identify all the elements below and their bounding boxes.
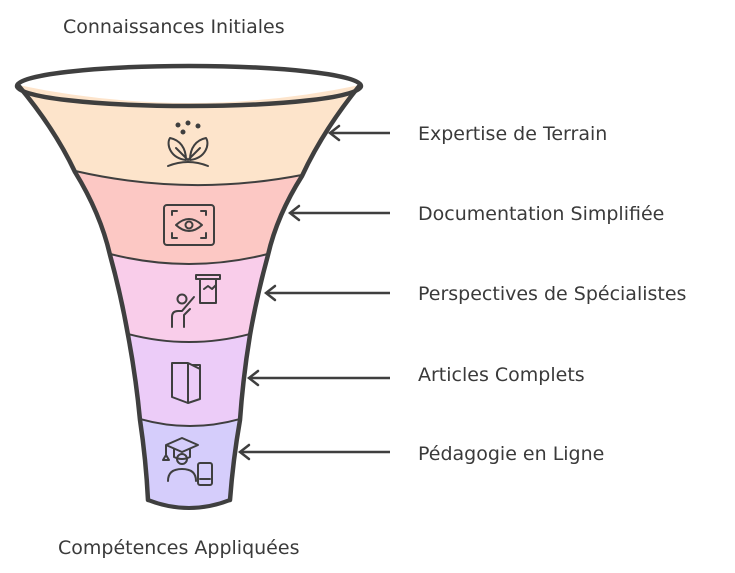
arrow-head-icon (327, 124, 341, 142)
presenter-board-icon (171, 274, 221, 328)
stage-label-5: Pédagogie en Ligne (418, 443, 605, 465)
funnel-right-edge (227, 82, 363, 503)
funnel-band-1 (18, 85, 360, 187)
bottom-label: Compétences Appliquées (58, 537, 300, 559)
stage-label-1: Expertise de Terrain (418, 123, 608, 145)
top-label: Connaissances Initiales (63, 16, 285, 38)
funnel-left-edge (15, 82, 151, 503)
arrow-head-icon (263, 284, 277, 302)
stage-label-2: Documentation Simplifiée (418, 203, 665, 225)
arrow-head-icon (287, 204, 301, 222)
graduate-phone-icon (162, 437, 213, 486)
arrow-head-icon (246, 369, 260, 387)
stage-label-3: Perspectives de Spécialistes (418, 283, 687, 305)
arrow-head-icon (237, 443, 251, 461)
book-icon (171, 362, 201, 404)
funnel-band-5 (140, 420, 240, 508)
band-divider (108, 253, 270, 267)
band-divider (138, 418, 242, 429)
funnel-band-3 (110, 255, 268, 343)
band-divider (146, 498, 232, 510)
plant-sprout-icon (167, 120, 209, 167)
funnel-top-rim (14, 63, 364, 109)
stage-label-4: Articles Complets (418, 364, 585, 386)
eye-scan-icon (163, 204, 215, 246)
